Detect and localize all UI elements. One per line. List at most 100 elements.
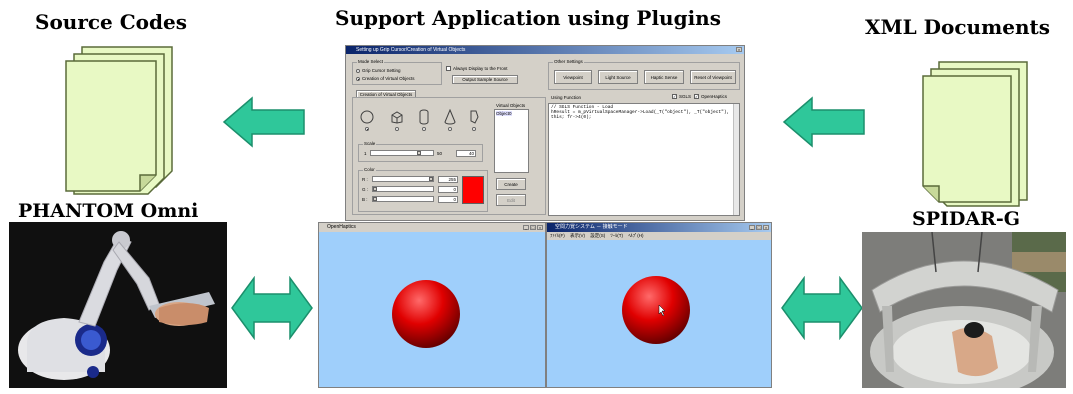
edit-button[interactable]: Edit (496, 194, 526, 206)
cube-shape-icon[interactable] (390, 110, 404, 124)
virtual-objects-list[interactable]: Object0 (494, 109, 529, 173)
mode-select-group: Mode Select (352, 59, 442, 85)
document-sheet (65, 60, 157, 192)
phantom-omni-photo (9, 222, 227, 388)
code-line: hResult = m_pVirtualSpaceManager->Load(_… (551, 110, 730, 115)
sphere-shape-icon[interactable] (360, 110, 374, 124)
output-sample-button[interactable]: Output Sample Source (452, 75, 518, 84)
other-settings-label: Other Settings (553, 59, 584, 64)
color-g-field[interactable]: 0 (438, 186, 458, 193)
custom-shape-icon[interactable] (468, 109, 480, 125)
xml-documents-icon (922, 61, 1028, 207)
menu-item-tools[interactable]: ﾂｰﾙ(T) (610, 233, 624, 238)
menu-bar: ﾌｧｲﾙ(F) 表示(V) 設定(S) ﾂｰﾙ(T) ﾍﾙﾌﾟ(H) (547, 232, 771, 240)
color-g-slider[interactable] (372, 186, 434, 192)
shape-radio[interactable] (365, 127, 369, 131)
creation-panel (352, 97, 546, 215)
spidar-g-photo (862, 232, 1066, 388)
radio-grip-cursor[interactable] (356, 69, 360, 73)
window-title: 空間力覚システム － 接触モード (547, 223, 771, 232)
color-g-label: G : (362, 187, 369, 192)
source-codes-heading: Source Codes (35, 10, 187, 34)
reset-viewpoint-button[interactable]: Reset of Viewpoint (690, 70, 736, 84)
settings-dialog: Setting up Grip Cursor/Creation of Virtu… (345, 45, 745, 221)
virtual-objects-label: Virtual Objects (496, 103, 526, 108)
haptic-device-illustration (9, 222, 227, 388)
window-title: OpenHaptics (319, 223, 545, 232)
color-b-field[interactable]: 0 (438, 196, 458, 203)
close-button[interactable]: × (736, 47, 742, 52)
color-r-field[interactable]: 255 (438, 176, 458, 183)
left-arrow-icon (222, 96, 305, 148)
shape-radio[interactable] (422, 127, 426, 131)
double-arrow-icon (781, 276, 863, 340)
color-r-slider[interactable] (372, 176, 434, 182)
maximize-button[interactable]: □ (530, 225, 536, 230)
sgls-checkbox[interactable]: ✓ (672, 94, 677, 99)
light-source-button[interactable]: Light Source (598, 70, 638, 84)
create-button[interactable]: Create (496, 178, 526, 190)
minimize-button[interactable]: _ (749, 225, 755, 230)
menu-item-help[interactable]: ﾍﾙﾌﾟ(H) (628, 233, 644, 238)
menu-item-file[interactable]: ﾌｧｲﾙ(F) (550, 233, 565, 238)
color-g-slider-thumb[interactable] (373, 187, 377, 191)
minimize-button[interactable]: _ (523, 225, 529, 230)
radio-creation-objects-label: Creation of Virtual Objects (362, 76, 415, 81)
cone-shape-icon[interactable] (444, 109, 456, 125)
color-group: Color (358, 167, 488, 212)
haptic-sense-button[interactable]: Haptic Sense (644, 70, 684, 84)
scale-value-field[interactable]: 40 (456, 150, 476, 157)
viewpoint-button[interactable]: Viewpoint (554, 70, 592, 84)
red-sphere (622, 276, 690, 344)
color-label: Color (363, 167, 376, 172)
scale-slider[interactable] (370, 150, 434, 156)
radio-creation-objects[interactable] (356, 77, 360, 81)
spatial-haptic-window: 空間力覚システム － 接触モード _ □ × ﾌｧｲﾙ(F) 表示(V) 設定(… (546, 222, 772, 388)
scale-group: Scale (358, 141, 483, 162)
list-item[interactable]: Object0 (496, 111, 512, 116)
mode-select-label: Mode Select (357, 59, 385, 64)
code-line: this; fr->4(0); (551, 115, 592, 120)
sgls-label: SGLS (679, 94, 692, 99)
close-button[interactable]: × (537, 225, 543, 230)
color-b-label: B : (362, 197, 368, 202)
phantom-heading: PHANTOM Omni (18, 200, 199, 222)
openhaptics-label: OpenHaptics (701, 94, 728, 99)
scale-min-label: 1 (364, 151, 367, 156)
code-scrollbar[interactable] (733, 104, 739, 215)
spidar-heading: SPIDAR-G (912, 208, 1021, 230)
menu-item-settings[interactable]: 設定(S) (590, 233, 606, 238)
always-front-label: Always Display to the Front (453, 66, 508, 71)
support-app-heading: Support Application using Plugins (335, 6, 721, 30)
dialog-title: Setting up Grip Cursor/Creation of Virtu… (346, 46, 744, 54)
code-line: // SGLS Function - Load (551, 105, 614, 110)
double-arrow-icon (231, 276, 313, 340)
using-function-label: Using Function (551, 95, 582, 100)
scale-label: Scale (363, 141, 377, 146)
color-b-slider[interactable] (372, 196, 434, 202)
shape-radio[interactable] (395, 127, 399, 131)
spidar-device-illustration (862, 232, 1066, 388)
shape-radio[interactable] (472, 127, 476, 131)
scale-max-label: 50 (437, 151, 443, 156)
red-sphere (392, 280, 460, 348)
xml-documents-heading: XML Documents (865, 15, 1051, 39)
left-arrow-icon (782, 96, 865, 148)
maximize-button[interactable]: □ (756, 225, 762, 230)
color-r-slider-thumb[interactable] (429, 177, 433, 181)
other-settings-group: Other Settings (548, 59, 740, 90)
source-code-documents-icon (65, 46, 173, 195)
scale-slider-thumb[interactable] (417, 151, 421, 155)
cylinder-shape-icon[interactable] (418, 109, 430, 125)
color-r-label: R : (362, 177, 368, 182)
radio-grip-cursor-label: Grip Cursor Setting (362, 68, 401, 73)
menu-item-view[interactable]: 表示(V) (570, 233, 586, 238)
opengraphics-window: OpenHaptics _ □ × (318, 222, 546, 388)
always-front-checkbox[interactable] (446, 66, 451, 71)
color-b-slider-thumb[interactable] (373, 197, 377, 201)
shape-radio[interactable] (448, 127, 452, 131)
color-swatch (462, 176, 484, 204)
close-button[interactable]: × (763, 225, 769, 230)
code-editor[interactable]: // SGLS Function - Load hResult = m_pVir… (548, 103, 740, 216)
openhaptics-checkbox[interactable]: ✓ (694, 94, 699, 99)
